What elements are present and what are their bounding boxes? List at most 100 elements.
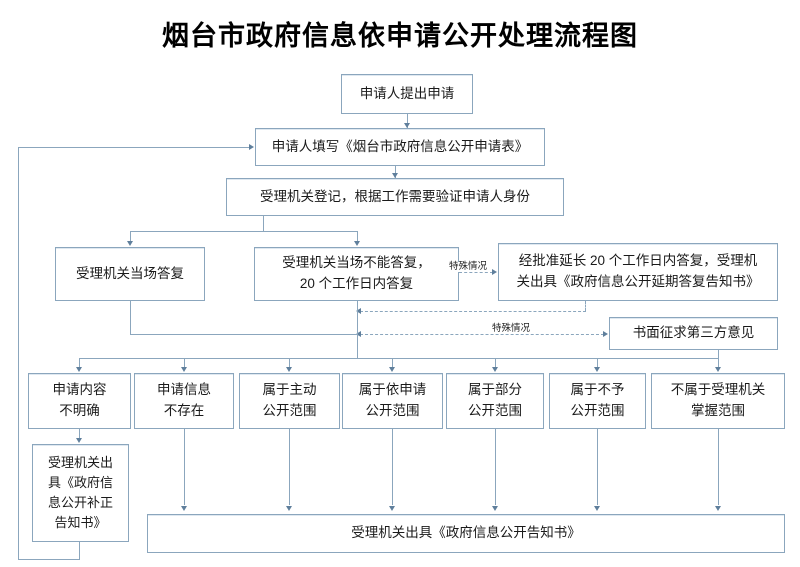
edge-drop-outcome-4-arrow <box>388 367 395 372</box>
edge-supplement-loop-left <box>18 147 19 560</box>
edge-outcome5-to-notice <box>495 429 496 505</box>
edge-distribution-bar <box>79 358 718 359</box>
edge-apply-to-fillform <box>407 114 408 128</box>
node-outcome-3: 属于主动 公开范围 <box>239 373 340 429</box>
edge-drop-outcome-1-arrow <box>75 367 82 372</box>
edge-to-answer-20days-arrow <box>353 241 360 246</box>
edge-extend-return-vertical <box>585 301 586 311</box>
page-title: 烟台市政府信息依申请公开处理流程图 <box>162 21 638 51</box>
edge-outcome1-to-supplement <box>79 429 80 438</box>
edge-drop-outcome-6 <box>597 358 598 367</box>
node-outcome-2-line1: 申请信息 <box>157 382 211 398</box>
edge-drop-outcome-4 <box>392 358 393 367</box>
edge-outcome3-to-notice-arrow <box>285 506 292 511</box>
edge-answer-onsite-down <box>130 301 131 334</box>
edge-drop-outcome-2 <box>184 358 185 367</box>
node-register-text: 受理机关登记，根据工作需要验证申请人身份 <box>260 188 530 204</box>
edge-outcome5-to-notice-arrow <box>491 506 498 511</box>
node-outcome-1-line1: 申请内容 <box>52 382 107 398</box>
edge-drop-outcome-3-arrow <box>285 367 292 372</box>
edge-answer-onsite-join <box>130 334 358 335</box>
node-third-party-text: 书面征求第三方意见 <box>632 325 755 341</box>
edge-outcome1-to-supplement-arrow <box>75 438 82 443</box>
edge-drop-outcome-7-arrow <box>714 367 721 372</box>
edge-register-stem <box>263 216 264 231</box>
node-fill-form: 申请人填写《烟台市政府信息公开申请表》 <box>255 128 545 166</box>
node-extend: 经批准延长 20 个工作日内答复，受理机 关出具《政府信息公开延期答复告知书》 <box>498 243 778 301</box>
edge-to-answer-onsite <box>130 231 131 242</box>
node-outcome-3-line2: 公开范围 <box>262 403 317 418</box>
edge-outcome6-to-notice-arrow <box>593 506 600 511</box>
edge-outcome2-to-notice-arrow <box>180 506 187 511</box>
node-notice-text: 受理机关出具《政府信息公开告知书》 <box>351 525 581 541</box>
node-answer-20days: 受理机关当场不能答复， 20 个工作日内答复 <box>254 247 459 301</box>
node-answer-onsite: 受理机关当场答复 <box>55 247 205 301</box>
edge-outcome3-to-notice <box>289 429 290 505</box>
edge-to-answer-onsite-arrow <box>126 241 133 246</box>
edge-outcome4-to-notice <box>392 429 393 505</box>
edge-extend-return-horizontal <box>360 311 586 312</box>
edge-drop-outcome-5 <box>495 358 496 367</box>
edge-drop-outcome-3 <box>289 358 290 367</box>
node-outcome-5-line2: 公开范围 <box>468 403 522 418</box>
edge-outcome4-to-notice-arrow <box>388 506 395 511</box>
node-outcome-5: 属于部分 公开范围 <box>446 373 544 429</box>
node-outcome-7-line2: 掌握范围 <box>691 403 745 418</box>
edge-supplement-loop-bottom <box>18 559 80 560</box>
edge-drop-outcome-7 <box>718 350 719 367</box>
node-outcome-4-line1: 属于依申请 <box>358 382 427 398</box>
edge-special-to-extend-arrow <box>492 268 497 275</box>
node-supplement-line2: 具《政府信 <box>47 474 113 490</box>
node-fill-form-text: 申请人填写《烟台市政府信息公开申请表》 <box>271 138 529 154</box>
node-outcome-2: 申请信息 不存在 <box>134 373 234 429</box>
edge-fillform-to-register <box>395 166 396 178</box>
node-outcome-6-line2: 公开范围 <box>570 403 625 418</box>
node-apply: 申请人提出申请 <box>341 74 473 114</box>
node-answer-20days-line1: 受理机关当场不能答复， <box>282 255 431 271</box>
node-register: 受理机关登记，根据工作需要验证申请人身份 <box>226 178 564 216</box>
node-outcome-7: 不属于受理机关 掌握范围 <box>651 373 785 429</box>
node-outcome-6-line1: 属于不予 <box>570 382 625 398</box>
node-answer-20days-line2: 20 个工作日内答复 <box>299 276 414 291</box>
edge-supplement-loop-down <box>79 542 80 559</box>
edge-drop-outcome-5-arrow <box>491 367 498 372</box>
edge-to-answer-20days <box>357 231 358 242</box>
edge-apply-to-fillform-arrow <box>403 123 410 128</box>
edge-supplement-loop-top <box>18 147 250 148</box>
edge-special-to-extend <box>459 272 493 273</box>
node-supplement-line1: 受理机关出 <box>47 454 113 470</box>
node-apply-text: 申请人提出申请 <box>359 85 455 101</box>
node-notice: 受理机关出具《政府信息公开告知书》 <box>147 514 785 553</box>
node-outcome-6: 属于不予 公开范围 <box>549 373 646 429</box>
edge-supplement-loop-arrow <box>249 143 254 150</box>
edge-thirdparty-return-arrow <box>356 330 361 337</box>
node-extend-line2: 关出具《政府信息公开延期答复告知书》 <box>516 274 760 289</box>
edge-label-special-2: 特殊情况 <box>489 324 534 334</box>
node-outcome-4: 属于依申请 公开范围 <box>342 373 443 429</box>
node-outcome-7-line1: 不属于受理机关 <box>670 382 766 398</box>
edge-outcome7-to-notice-arrow <box>714 506 721 511</box>
edge-outcome2-to-notice <box>184 429 185 505</box>
node-supplement-line4: 告知书》 <box>54 515 107 531</box>
edge-fillform-to-register-arrow <box>391 173 398 178</box>
node-outcome-4-line2: 公开范围 <box>365 403 420 418</box>
node-outcome-2-line2: 不存在 <box>163 403 205 418</box>
node-answer-onsite-text: 受理机关当场答复 <box>76 265 184 281</box>
edge-drop-outcome-1 <box>79 358 80 367</box>
edge-label-special-1: 特殊情况 <box>446 262 491 272</box>
edge-outcome7-to-notice <box>718 429 719 505</box>
edge-outcome6-to-notice <box>597 429 598 505</box>
edge-extend-return-arrow <box>356 307 361 314</box>
node-supplement: 受理机关出 具《政府信 息公开补正 告知书》 <box>32 444 129 542</box>
edge-main-trunk <box>357 301 358 358</box>
edge-register-split-bar <box>130 231 358 232</box>
node-outcome-5-line1: 属于部分 <box>468 382 522 398</box>
node-outcome-3-line1: 属于主动 <box>262 382 317 398</box>
node-third-party: 书面征求第三方意见 <box>609 317 778 350</box>
edge-thirdparty-return <box>360 334 604 335</box>
node-extend-line1: 经批准延长 20 个工作日内答复，受理机 <box>518 253 758 269</box>
node-supplement-line3: 息公开补正 <box>47 495 113 510</box>
node-outcome-1: 申请内容 不明确 <box>28 373 131 429</box>
node-outcome-1-line2: 不明确 <box>59 403 100 418</box>
